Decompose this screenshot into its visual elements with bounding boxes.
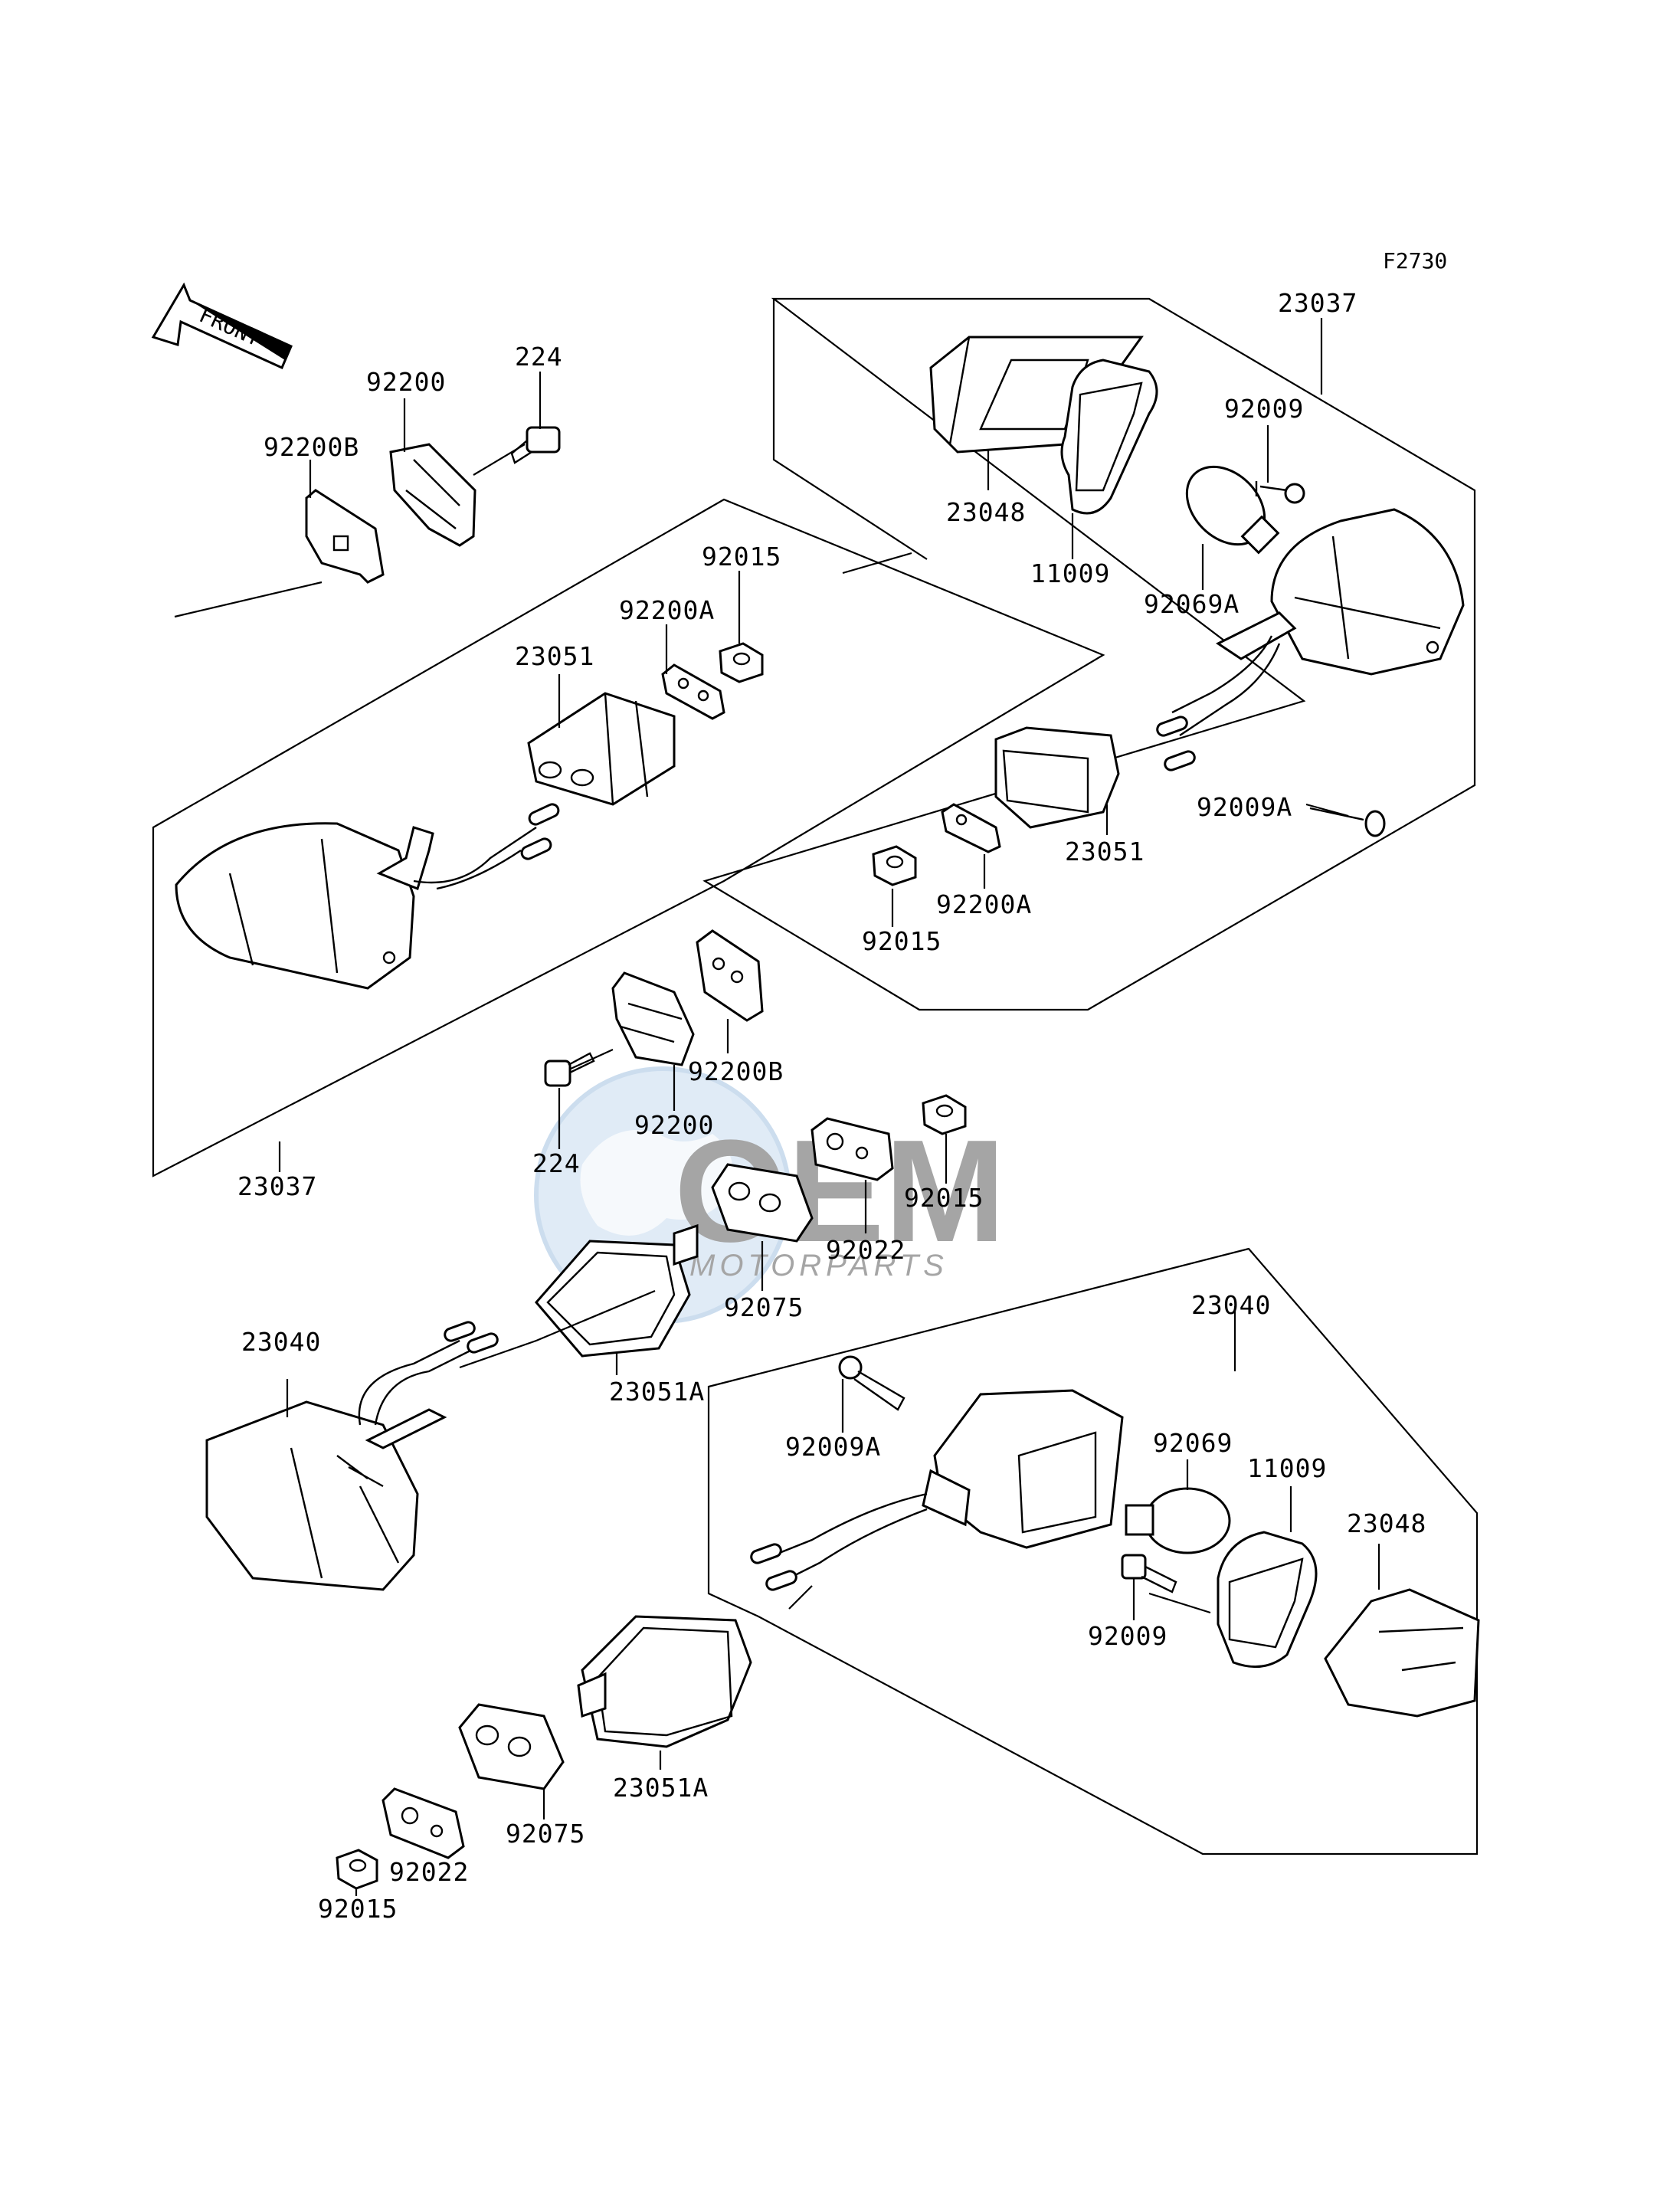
- label-92009-bottom: 92009: [1088, 1621, 1167, 1651]
- frame-upper-left: [152, 498, 1105, 1177]
- label-92009a-top: 92009A: [1197, 792, 1292, 822]
- part-92009-top: [1255, 481, 1305, 504]
- part-224-mid: [544, 1052, 595, 1087]
- part-23037-right-lamp: [1216, 508, 1465, 676]
- frame-upper-right-inner: [772, 299, 928, 560]
- part-92200-mid: [611, 971, 695, 1066]
- part-11009-top: [1060, 359, 1158, 515]
- label-224-top: 224: [515, 342, 563, 372]
- label-92015-mid: 92015: [702, 542, 781, 572]
- label-23040-right: 23040: [1191, 1290, 1271, 1320]
- part-23040-right-lamp: [922, 1389, 1124, 1549]
- label-92069a: 92069A: [1144, 589, 1240, 619]
- label-23051a-bottom: 23051A: [613, 1773, 709, 1803]
- figure-code: F2730: [1383, 248, 1447, 273]
- connection-lines: [459, 444, 1211, 1614]
- label-11009-top: 11009: [1030, 558, 1110, 588]
- part-92069-bulb: [1125, 1487, 1231, 1554]
- front-arrow-icon: FRONT: [151, 282, 293, 369]
- part-92200b-mid: [696, 929, 764, 1022]
- frame-lower-right: [707, 1247, 1479, 1855]
- label-23051-right: 23051: [1065, 837, 1145, 866]
- part-labels: 224 92200 92200B 92015 92200A 23051 2303…: [237, 288, 1426, 1924]
- part-23040-left-wires: [358, 1321, 499, 1426]
- part-23037-left-lamp: [175, 822, 434, 990]
- part-23048-bottom: [1324, 1588, 1480, 1718]
- label-92075-bottom: 92075: [506, 1819, 585, 1849]
- part-92015-right: [872, 845, 917, 886]
- label-92200-top: 92200: [366, 367, 446, 397]
- label-23040-left: 23040: [241, 1327, 321, 1357]
- part-23051-left: [527, 692, 676, 806]
- label-92200a-right: 92200A: [936, 889, 1032, 919]
- part-23051a-mid: [535, 1223, 699, 1358]
- label-11009-bottom: 11009: [1247, 1453, 1327, 1483]
- label-92075-mid: 92075: [724, 1292, 804, 1322]
- part-224-top: [510, 426, 561, 464]
- watermark-sub: MOTORPARTS: [689, 1249, 948, 1282]
- part-23051-right: [994, 726, 1120, 829]
- part-23040-right-wires: [750, 1492, 928, 1591]
- part-92200-top: [389, 443, 476, 547]
- part-92022-bottom: [382, 1787, 465, 1859]
- part-23037-left-wires: [413, 803, 560, 890]
- label-92200-mid: 92200: [634, 1110, 714, 1140]
- label-92069: 92069: [1153, 1428, 1233, 1458]
- part-92075-mid: [711, 1163, 814, 1243]
- label-92009a-bottom: 92009A: [785, 1432, 881, 1462]
- part-92009a-bottom: [838, 1355, 905, 1411]
- label-92022-bottom: 92022: [389, 1857, 469, 1887]
- label-23037-right: 23037: [1278, 288, 1357, 318]
- part-92015-mid: [719, 642, 764, 683]
- part-92200a-right: [941, 803, 1001, 853]
- label-92015-mid2: 92015: [904, 1183, 984, 1213]
- label-224-mid: 224: [532, 1148, 581, 1178]
- part-92009a-top: [1309, 807, 1386, 837]
- part-23037-right-wires: [1156, 635, 1281, 771]
- label-92015-right: 92015: [862, 926, 942, 956]
- frame-upper-left-lines: [174, 552, 912, 618]
- label-92200b-mid: 92200B: [688, 1056, 784, 1086]
- label-92022-mid: 92022: [826, 1235, 905, 1265]
- label-23051-left: 23051: [515, 641, 594, 671]
- label-23051a-mid: 23051A: [609, 1377, 705, 1407]
- leader-lines: [278, 318, 1380, 1896]
- part-92015-mid2: [922, 1094, 967, 1135]
- part-11009-bottom: [1217, 1531, 1318, 1669]
- part-92009-bottom: [1121, 1554, 1177, 1593]
- label-23048-top: 23048: [946, 497, 1026, 527]
- label-92015-bottom: 92015: [318, 1894, 398, 1924]
- part-23040-left-lamp: [205, 1400, 447, 1591]
- part-92200a-mid: [661, 663, 725, 720]
- label-23037-left: 23037: [237, 1171, 317, 1201]
- part-92069a-bulb: [1185, 465, 1280, 555]
- part-92075-bottom: [458, 1703, 565, 1790]
- part-23051a-bottom: [577, 1615, 752, 1748]
- label-92200b-top: 92200B: [264, 432, 359, 462]
- label-92200a-mid: 92200A: [619, 595, 715, 625]
- label-92009-top: 92009: [1224, 394, 1304, 424]
- part-92022-mid: [811, 1117, 894, 1181]
- part-92015-bottom: [336, 1849, 378, 1890]
- part-92200b-top: [305, 489, 385, 584]
- label-23048-bottom: 23048: [1347, 1508, 1426, 1538]
